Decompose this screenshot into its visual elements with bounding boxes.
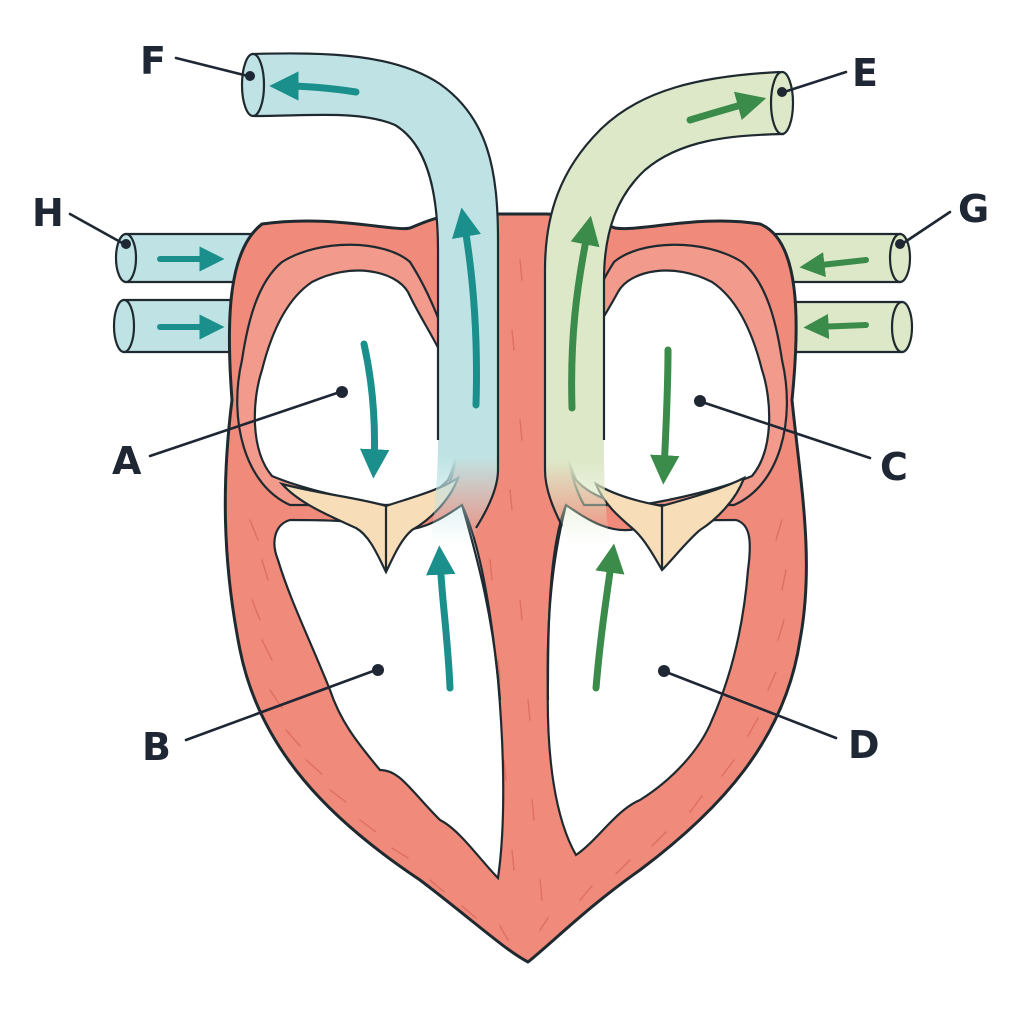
arrow-vein-g-upper <box>799 252 869 278</box>
label-c: C <box>880 445 908 489</box>
vessel-f <box>240 52 500 545</box>
label-f: F <box>140 39 166 83</box>
label-h: H <box>32 191 64 235</box>
label-g: G <box>958 187 989 231</box>
arrow-vessel-e-up <box>568 215 600 412</box>
valve-right <box>593 475 746 572</box>
label-e: E <box>852 51 878 95</box>
label-d: D <box>848 723 880 767</box>
arrow-chamber-b <box>426 545 456 692</box>
arrow-vein-g-lower <box>803 313 869 340</box>
arrow-vessel-e <box>686 91 767 124</box>
valve-left <box>278 475 461 575</box>
vessel-e <box>543 70 795 545</box>
label-b: B <box>142 725 171 769</box>
arrow-chamber-a <box>359 340 390 479</box>
arrow-chamber-c <box>650 346 680 485</box>
leaders <box>68 56 952 742</box>
arrow-vessel-f-up <box>452 207 481 409</box>
arrow-chamber-d <box>592 543 625 692</box>
label-a: A <box>112 439 142 483</box>
muscle-texture <box>249 259 787 941</box>
arrow-vessel-f <box>269 71 360 101</box>
flow-arrows <box>157 71 869 692</box>
